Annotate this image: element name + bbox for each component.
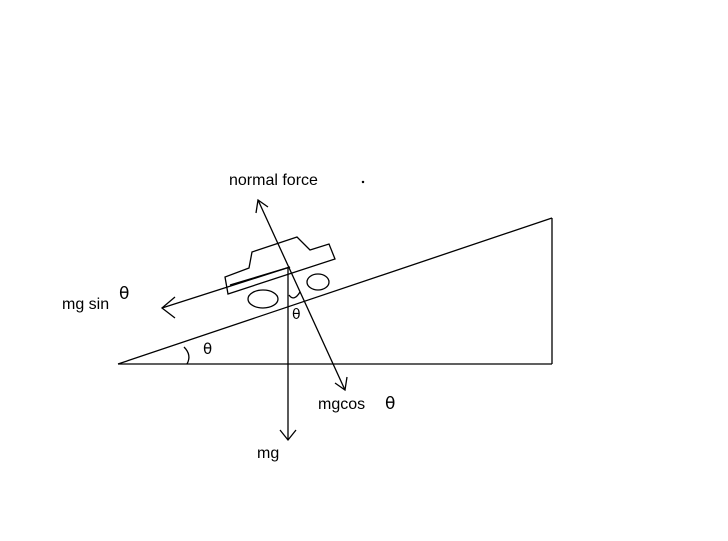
dot — [361, 180, 365, 184]
mg-cos-theta: θ — [385, 394, 396, 414]
mg-label: mg — [257, 445, 280, 462]
normal-force-vector — [255, 198, 348, 392]
incline-triangle — [117, 217, 553, 365]
right-angle-mark — [288, 291, 301, 299]
mg-vector — [279, 268, 297, 442]
normal-force-label: normal force — [229, 172, 318, 189]
incline-angle-theta: θ — [203, 340, 213, 358]
mg-sin-theta: θ — [119, 284, 130, 304]
car-angle-theta: θ — [292, 307, 301, 323]
car-front-wheel — [306, 273, 330, 291]
mg-sin-vector — [160, 266, 291, 319]
mg-sin-label: mg sin — [62, 296, 110, 313]
mg-cos-label: mgcos — [318, 396, 366, 413]
incline-angle-arc — [183, 346, 190, 365]
car-rear-wheel — [247, 289, 279, 309]
